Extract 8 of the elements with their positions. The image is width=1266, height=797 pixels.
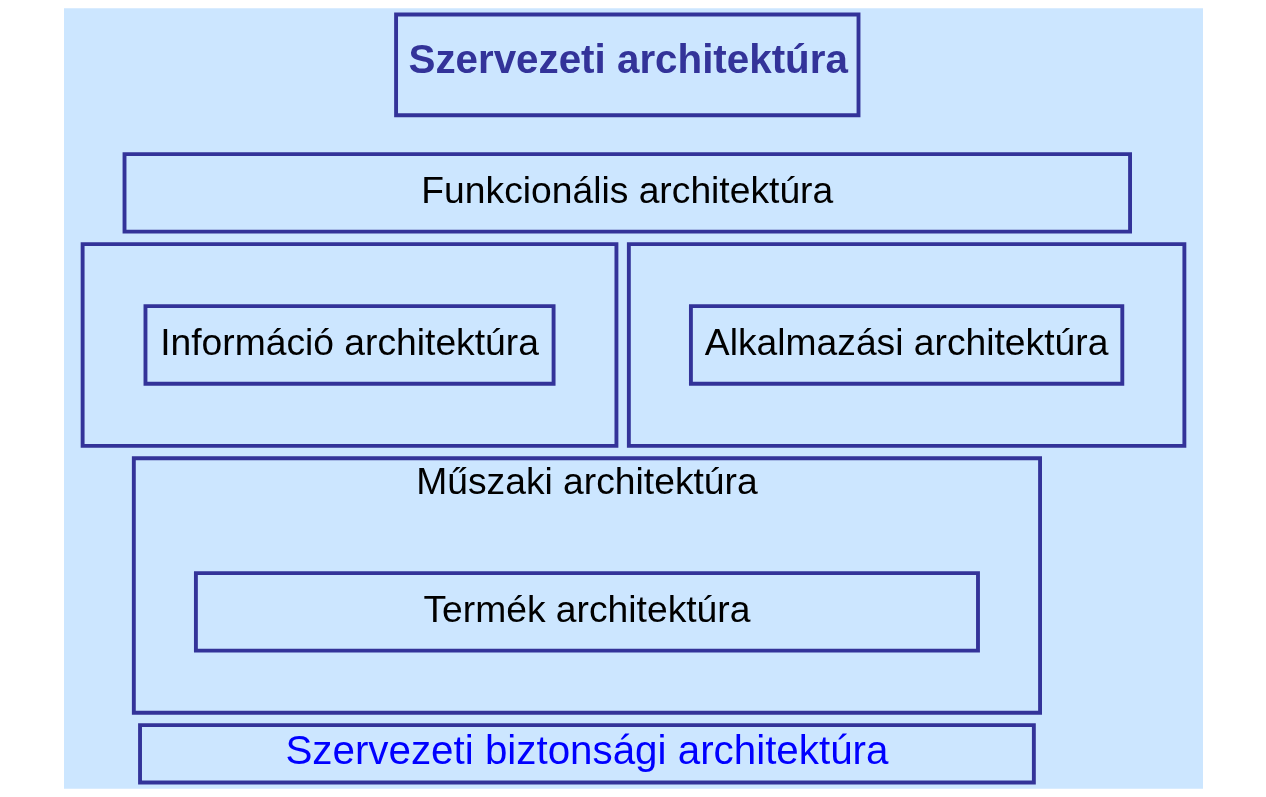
- cluster: [626, 242, 1186, 448]
- node-box: Szervezeti biztonsági architektúra: [137, 723, 1036, 785]
- node-box: Alkalmazási architektúra: [688, 304, 1124, 386]
- cluster: [80, 242, 618, 448]
- node-box: Termék architektúra: [193, 571, 980, 653]
- node-box: Funkcionális architektúra: [122, 152, 1132, 234]
- node-box: Információ architektúra: [143, 304, 556, 386]
- node-box: Szervezeti architektúra: [393, 12, 860, 118]
